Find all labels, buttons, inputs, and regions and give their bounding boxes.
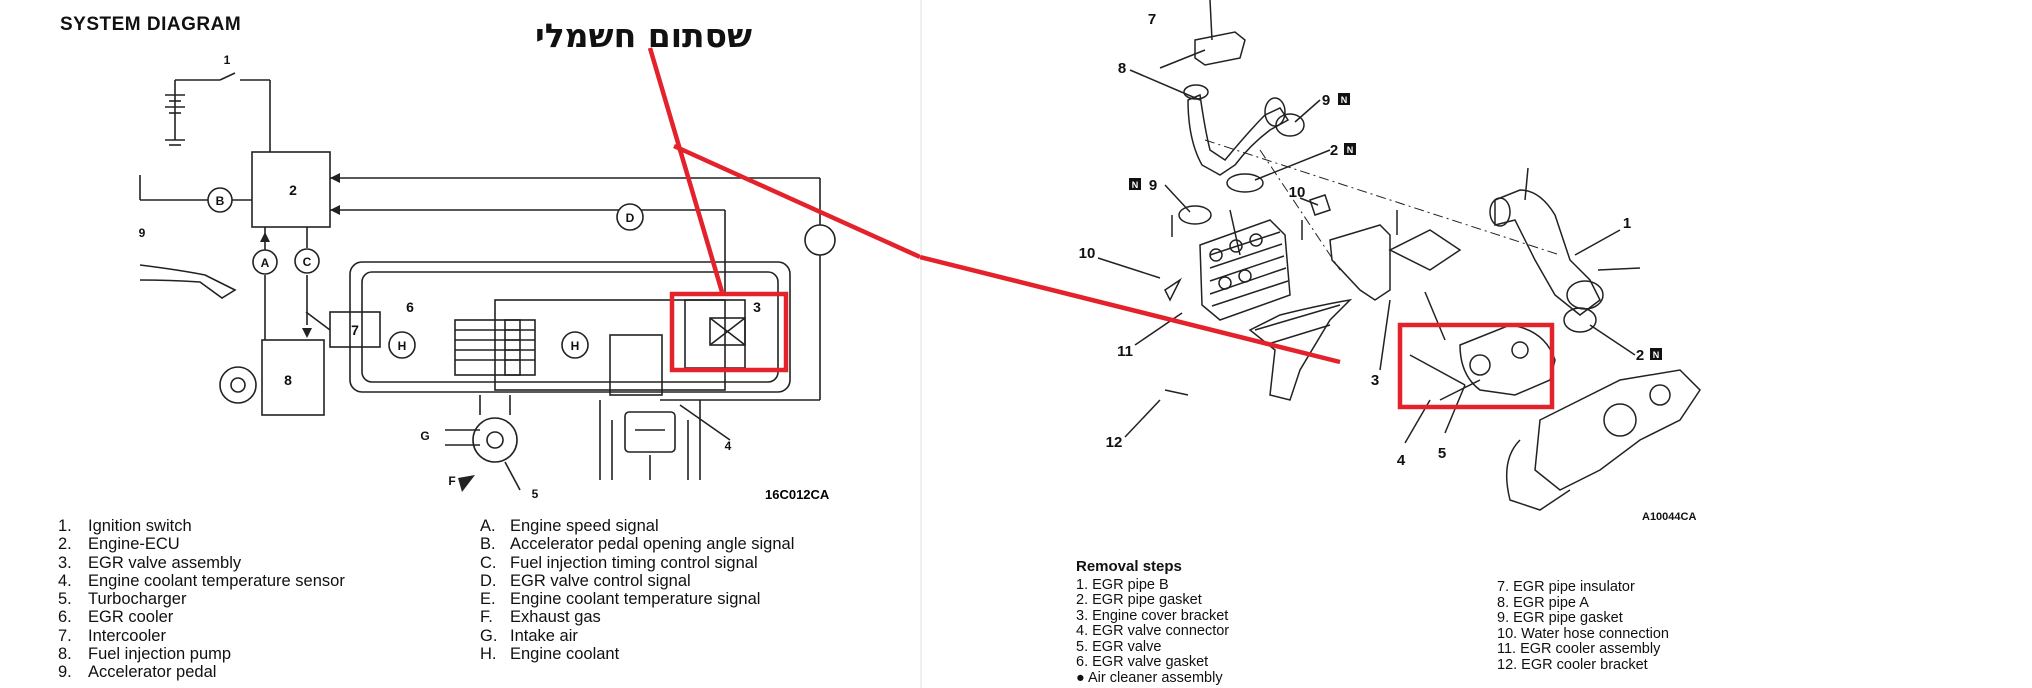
- removal-step: ● Air cleaner assembly: [1076, 669, 1223, 686]
- callout-2: 2: [289, 182, 297, 198]
- removal-step: 11. EGR cooler assembly: [1497, 641, 1661, 657]
- callout-5: 5: [532, 487, 539, 500]
- removal-step: 10. Water hose connection: [1497, 625, 1669, 642]
- part-callout-9b: 9: [1149, 177, 1157, 194]
- legend-item: 2.Engine-ECU: [58, 535, 180, 554]
- legend-item: 7.Intercooler: [58, 626, 166, 645]
- legend-item: G.Intake air: [480, 626, 578, 645]
- removal-step: 6. EGR valve gasket: [1076, 654, 1209, 670]
- part-callout-1: 1: [1623, 215, 1631, 232]
- legend-item: C.Fuel injection timing control signal: [480, 553, 758, 572]
- part-callout-12: 12: [1106, 434, 1123, 451]
- highlight-connector-line: [920, 254, 1341, 365]
- removal-step: 3. Engine cover bracket: [1076, 607, 1229, 624]
- removal-step: 12. EGR cooler bracket: [1497, 656, 1648, 673]
- callout-h2: H: [571, 339, 580, 353]
- right-figure-code: A10044CA: [1642, 511, 1696, 523]
- removal-step: 7. EGR pipe insulator: [1497, 579, 1635, 595]
- legend-item: 4.Engine coolant temperature sensor: [58, 571, 345, 590]
- callout-f: F: [448, 474, 455, 488]
- callout-8: 8: [284, 372, 292, 388]
- removal-step: 1. EGR pipe B: [1076, 576, 1169, 593]
- panel-separator: [920, 0, 922, 688]
- callout-d: D: [626, 211, 635, 225]
- new-part-badge: N: [1653, 350, 1660, 360]
- part-callout-2a: 2: [1330, 142, 1338, 159]
- legend-item: F.Exhaust gas: [480, 608, 601, 627]
- hebrew-annotation: שסתום חשמלי: [535, 16, 753, 55]
- part-callout-3: 3: [1371, 372, 1379, 389]
- removal-steps-title: Removal steps: [1076, 558, 1182, 575]
- legend-item: D.EGR valve control signal: [480, 571, 691, 590]
- legend-item: 5.Turbocharger: [58, 590, 187, 609]
- legend-item: B.Accelerator pedal opening angle signal: [480, 535, 795, 554]
- signal-legend: A.Engine speed signal B.Accelerator peda…: [480, 517, 794, 663]
- legend-item: 6.EGR cooler: [58, 608, 174, 627]
- component-legend: 1.Ignition switch 2.Engine-ECU 3.EGR val…: [58, 517, 345, 682]
- callout-h1: H: [398, 339, 407, 353]
- removal-steps-right: 7. EGR pipe insulator 8. EGR pipe A 9. E…: [1497, 579, 1669, 673]
- callout-1: 1: [224, 53, 231, 67]
- part-callout-4: 4: [1397, 452, 1406, 469]
- legend-item: 1.Ignition switch: [58, 517, 192, 535]
- part-callout-8: 8: [1118, 60, 1126, 77]
- legend-item: A.Engine speed signal: [480, 517, 659, 535]
- new-part-badge: N: [1347, 145, 1354, 155]
- part-callout-10a: 10: [1289, 184, 1306, 201]
- part-callout-5: 5: [1438, 445, 1446, 462]
- legend-item: 8.Fuel injection pump: [58, 645, 232, 664]
- part-callout-11: 11: [1117, 343, 1133, 360]
- legend-item: H.Engine coolant: [480, 645, 620, 664]
- exploded-view-diagram: N N N N 7 8 9 2 9 10 10 1 2 11 3 12 4 5 …: [920, 0, 1701, 523]
- removal-step: 9. EGR pipe gasket: [1497, 610, 1623, 626]
- removal-step: 8. EGR pipe A: [1497, 594, 1589, 611]
- legend-item: E.Engine coolant temperature signal: [480, 590, 761, 609]
- callout-4: 4: [725, 439, 732, 453]
- system-diagram-title: SYSTEM DIAGRAM: [60, 14, 242, 35]
- legend-item: 3.EGR valve assembly: [58, 553, 242, 572]
- highlight-annotation: [647, 47, 920, 373]
- part-callout-7: 7: [1148, 11, 1156, 28]
- callout-3: 3: [753, 299, 761, 315]
- left-figure-code: 16C012CA: [765, 487, 830, 500]
- part-callout-2b: 2: [1636, 347, 1644, 364]
- part-callout-10b: 10: [1079, 245, 1096, 262]
- callout-b: B: [216, 194, 225, 208]
- callout-6: 6: [406, 299, 414, 315]
- removal-step: 2. EGR pipe gasket: [1076, 592, 1202, 608]
- callout-7: 7: [351, 322, 359, 338]
- legend-item: 9.Accelerator pedal: [58, 663, 217, 682]
- removal-step: 5. EGR valve: [1076, 638, 1162, 655]
- part-callout-9a: 9: [1322, 92, 1330, 109]
- removal-step: 4. EGR valve connector: [1076, 623, 1230, 639]
- highlight-box-egr-valve: [1397, 322, 1555, 410]
- callout-c: C: [303, 255, 312, 269]
- new-part-badge: N: [1341, 95, 1348, 105]
- removal-steps-left: Removal steps 1. EGR pipe B 2. EGR pipe …: [1076, 559, 1229, 686]
- system-schematic: 1 2 3 4 5 6 7 8 9 B A C D H H G F 16C012…: [139, 47, 920, 500]
- callout-g: G: [420, 429, 429, 443]
- callout-a: A: [261, 256, 270, 270]
- callout-9: 9: [139, 226, 146, 240]
- new-part-badge: N: [1132, 180, 1139, 190]
